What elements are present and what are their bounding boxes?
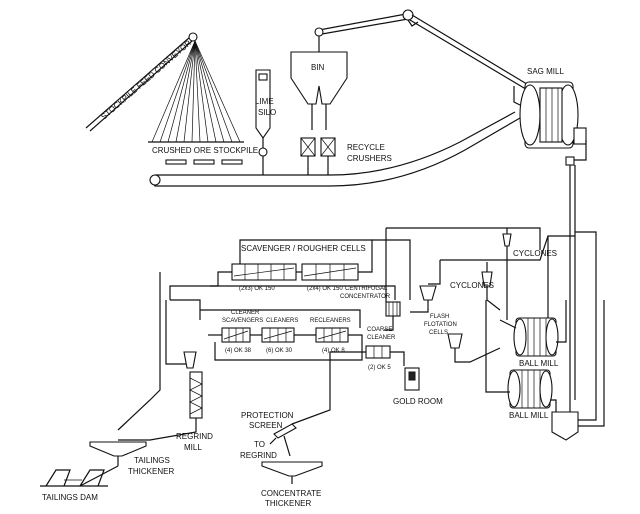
- cyclones-lower-label: CYCLONES: [450, 281, 494, 290]
- cell-f-label: (2) OK 5: [368, 365, 391, 371]
- ball-mill-lower-label: BALL MILL: [509, 411, 549, 420]
- coarse-cleaner: COARSE CLEANER (2) OK 5: [329, 327, 405, 380]
- crushed-ore-stockpile-label: CRUSHED ORE STOCKPILE: [152, 146, 258, 155]
- bin-label: BIN: [311, 63, 325, 72]
- recycle-label: RECYCLE: [347, 143, 385, 152]
- cleaner-scavengers-label-2: SCAVENGERS: [222, 318, 263, 324]
- gold-room-label: GOLD ROOM: [393, 397, 443, 406]
- tailings-thickener: TAILINGS THICKENER: [79, 441, 174, 487]
- mill-feed-conveyor: [149, 111, 521, 187]
- rougher-piping: [117, 239, 411, 431]
- bin: BIN: [290, 51, 348, 130]
- recycle-crushers: RECYCLE CRUSHERS: [300, 137, 392, 175]
- gold-room: GOLD ROOM: [393, 367, 443, 406]
- cell-c-label: (4) OK 38: [225, 348, 252, 354]
- protection-label: PROTECTION: [241, 411, 294, 420]
- cleaner-scavengers-label-1: CLEANER: [231, 310, 260, 316]
- scavenger-rougher-cells: SCAVENGER / ROUGHER CELLS (2x3) OK 150 (…: [231, 244, 366, 292]
- sag-mill: SAG MILL: [513, 67, 587, 420]
- protection-screen: PROTECTION SCREEN TO REGRIND: [240, 380, 331, 460]
- cell-d-label: (6) OK 30: [266, 348, 293, 354]
- ball-mill-lower: BALL MILL: [485, 300, 557, 420]
- cyclones: CYCLONES CYCLONES: [385, 227, 575, 320]
- to-label: TO: [254, 440, 265, 449]
- flash-label: FLASH: [430, 314, 449, 320]
- tailings-dam-label: TAILINGS DAM: [42, 493, 98, 502]
- cleaner-label: CLEANER: [367, 335, 396, 341]
- recleaners-label: RECLEANERS: [310, 318, 351, 324]
- scavenger-rougher-label: SCAVENGER / ROUGHER CELLS: [241, 244, 366, 253]
- stockpile-feed-conveyor-label: STOCKPILE FEED CONVEYOR: [99, 38, 193, 121]
- concentrator-label: CONCENTRATOR: [340, 294, 391, 300]
- tailings-label: TAILINGS: [134, 456, 170, 465]
- crushed-ore-stockpile: CRUSHED ORE STOCKPILE: [148, 40, 258, 155]
- lime-label: LIME: [255, 97, 274, 106]
- crushers-label: CRUSHERS: [347, 154, 392, 163]
- to-regrind-label: REGRIND: [240, 451, 277, 460]
- silo-label: SILO: [258, 108, 276, 117]
- tailings-dam: TAILINGS DAM: [40, 469, 108, 502]
- stockpile-feed-conveyor: STOCKPILE FEED CONVEYOR: [85, 32, 198, 132]
- concentrate-thickener-label: THICKENER: [265, 499, 311, 508]
- coarse-label: COARSE: [367, 327, 392, 333]
- cleaners-label: CLEANERS: [266, 318, 298, 324]
- flash-flotation-cells: FLASH FLOTATION CELLS: [410, 285, 501, 363]
- scav-cell-a-label: (2x3) OK 150: [239, 286, 275, 292]
- stockpile-feeders: [165, 159, 243, 165]
- centrifugal-label: CENTRIFUGAL: [345, 286, 388, 292]
- regrind-label: REGRIND: [176, 432, 213, 441]
- concentrate-label: CONCENTRATE: [261, 489, 321, 498]
- lime-silo: LIME SILO: [255, 69, 276, 175]
- screen-label: SCREEN: [249, 421, 283, 430]
- thickener-label: THICKENER: [128, 467, 174, 476]
- ball-mill-upper-label: BALL MILL: [519, 359, 559, 368]
- cells-label: CELLS: [429, 330, 448, 336]
- concentrate-thickener: CONCENTRATE THICKENER: [261, 461, 323, 508]
- sag-mill-label: SAG MILL: [527, 67, 564, 76]
- ball-mill-upper: BALL MILL: [499, 300, 567, 368]
- regrind-mill: REGRIND MILL: [118, 351, 213, 452]
- mill-discharge-sump: [547, 231, 605, 441]
- cell-e-label: (4) OK 8: [322, 348, 345, 354]
- flotation-label: FLOTATION: [424, 322, 457, 328]
- centrifugal-concentrator: CENTRIFUGAL CONCENTRATOR: [340, 286, 401, 331]
- cyclones-upper-label: CYCLONES: [513, 249, 557, 258]
- cleaner-cells: CLEANER SCAVENGERS (4) OK 38 CLEANERS (6…: [208, 310, 363, 361]
- mill-label: MILL: [184, 443, 202, 452]
- scav-cell-b-label: (2x4) OK 150: [307, 286, 343, 292]
